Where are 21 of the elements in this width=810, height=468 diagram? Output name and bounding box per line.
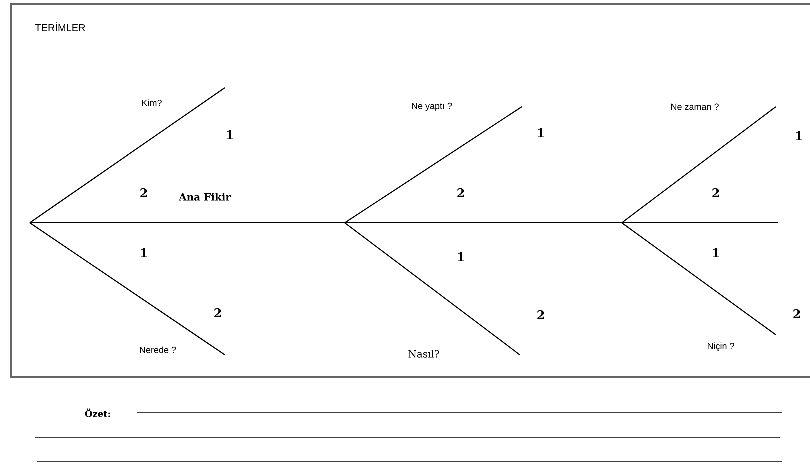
number-label: 2 bbox=[538, 310, 544, 320]
number-label: 2 bbox=[140, 188, 148, 198]
number-label: 2 bbox=[214, 308, 222, 318]
number-label: 1 bbox=[141, 248, 147, 258]
question-label: Nasıl? bbox=[408, 350, 440, 358]
question-label: Kim? bbox=[142, 100, 162, 106]
number-label: 1 bbox=[538, 128, 544, 138]
question-label: Nerede ? bbox=[140, 346, 176, 354]
number-label: 2 bbox=[794, 310, 800, 318]
question-label: Niçin ? bbox=[708, 342, 734, 352]
number-label: 1 bbox=[227, 130, 233, 140]
heading: TERİMLER bbox=[35, 22, 86, 32]
number-label: 1 bbox=[713, 248, 719, 258]
number-label: 1 bbox=[458, 252, 464, 262]
number-label: 2 bbox=[458, 188, 464, 198]
number-label: 1 bbox=[796, 132, 802, 140]
summary-label: Özet: bbox=[85, 408, 110, 418]
question-label: Ne yaptı ? bbox=[412, 102, 452, 112]
term-label: Ana Fikir bbox=[178, 193, 232, 201]
question-label: Ne zaman ? bbox=[671, 104, 719, 110]
number-label: 2 bbox=[712, 188, 720, 198]
